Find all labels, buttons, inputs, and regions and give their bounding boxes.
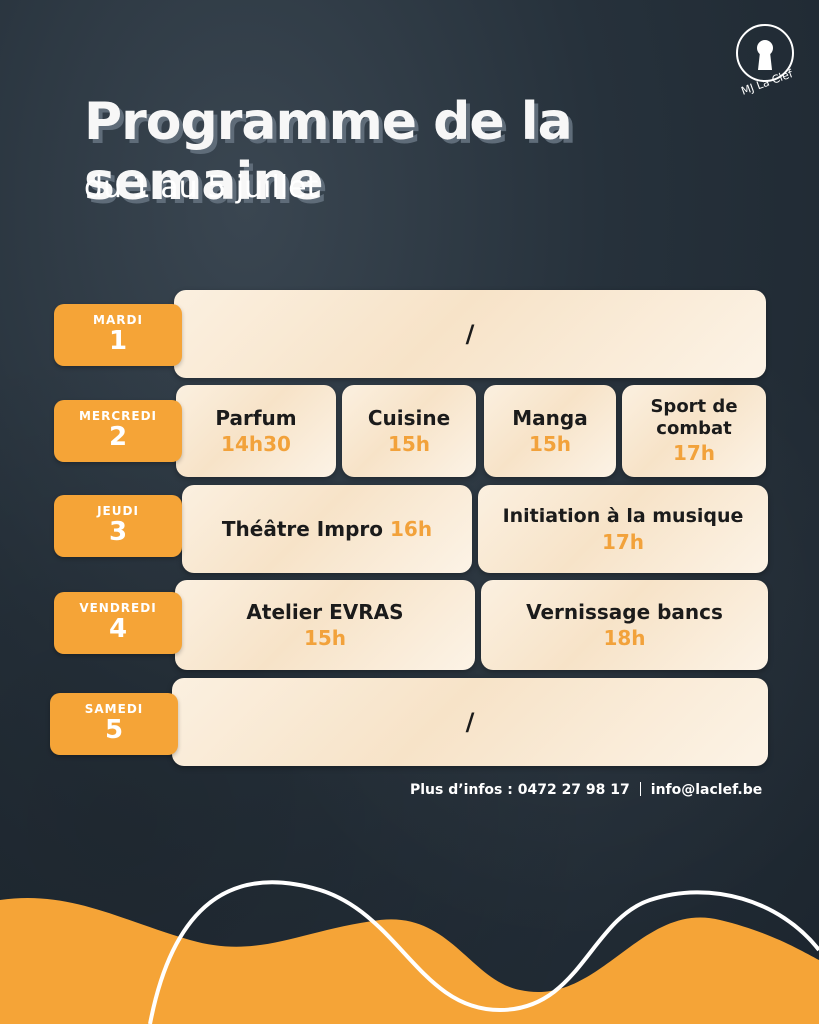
activity-name: Cuisine bbox=[367, 406, 451, 430]
activity-time: 15h bbox=[528, 432, 572, 456]
page-subtitle: du 1 au 5 juillet bbox=[84, 170, 319, 205]
day-name: VENDREDI bbox=[79, 601, 157, 615]
day-name: SAMEDI bbox=[84, 702, 144, 716]
activity-card: Vernissage bancs 18h bbox=[481, 580, 768, 670]
contact-phone: Plus d’infos : 0472 27 98 17 bbox=[410, 782, 630, 798]
activity-time: 18h bbox=[603, 626, 646, 650]
day-badge-mardi: MARDI 1 bbox=[54, 304, 182, 366]
activity-card: Sport de combat 17h bbox=[622, 385, 766, 477]
activity-card: Initiation à la musique 17h bbox=[478, 485, 768, 573]
empty-slot: / bbox=[465, 708, 475, 736]
day-number: 1 bbox=[108, 326, 128, 356]
day-number: 3 bbox=[108, 517, 128, 547]
activity-name: Initiation à la musique bbox=[502, 505, 744, 527]
activity-name: Parfum bbox=[215, 406, 297, 430]
activity-time: 17h bbox=[672, 441, 716, 465]
activity-time: 14h30 bbox=[221, 432, 291, 456]
empty-slot: / bbox=[465, 320, 475, 348]
activity-time: 15h bbox=[303, 626, 347, 650]
activity-name: Vernissage bancs bbox=[526, 600, 723, 624]
activity-card: Atelier EVRAS 15h bbox=[175, 580, 475, 670]
activity-name: Atelier EVRAS bbox=[246, 600, 404, 624]
decorative-waves bbox=[0, 880, 819, 1024]
day-number: 2 bbox=[108, 422, 128, 452]
mardi-card: / bbox=[174, 290, 766, 378]
activity-card: Cuisine 15h bbox=[342, 385, 476, 477]
keyhole-logo-icon bbox=[736, 24, 794, 82]
day-name: MERCREDI bbox=[78, 409, 158, 423]
samedi-card: / bbox=[172, 678, 768, 766]
contact-email[interactable]: info@laclef.be bbox=[650, 782, 763, 798]
page-title: Programme de la semaine bbox=[84, 92, 573, 212]
activity-time: 17h bbox=[601, 530, 645, 554]
activity-card: Manga 15h bbox=[484, 385, 616, 477]
activity-name: Sport de combat bbox=[650, 396, 738, 439]
activity-time: 16h bbox=[390, 517, 433, 541]
activity-card: Théâtre Impro 16h bbox=[182, 485, 472, 573]
day-number: 4 bbox=[108, 614, 128, 644]
contact-footer: Plus d’infos : 0472 27 98 17 info@laclef.… bbox=[410, 782, 762, 798]
activity-card: Parfum 14h30 bbox=[176, 385, 336, 477]
day-name: MARDI bbox=[93, 313, 143, 327]
footer-divider bbox=[639, 782, 641, 796]
activity-name: Théâtre Impro bbox=[221, 517, 383, 541]
activity-time: 15h bbox=[387, 432, 431, 456]
day-badge-vendredi: VENDREDI 4 bbox=[54, 592, 182, 654]
day-badge-samedi: SAMEDI 5 bbox=[50, 693, 178, 755]
activity-name: Manga bbox=[512, 406, 588, 430]
day-badge-jeudi: JEUDI 3 bbox=[54, 495, 182, 557]
day-name: JEUDI bbox=[97, 504, 139, 518]
day-number: 5 bbox=[104, 715, 124, 745]
day-badge-mercredi: MERCREDI 2 bbox=[54, 400, 182, 462]
